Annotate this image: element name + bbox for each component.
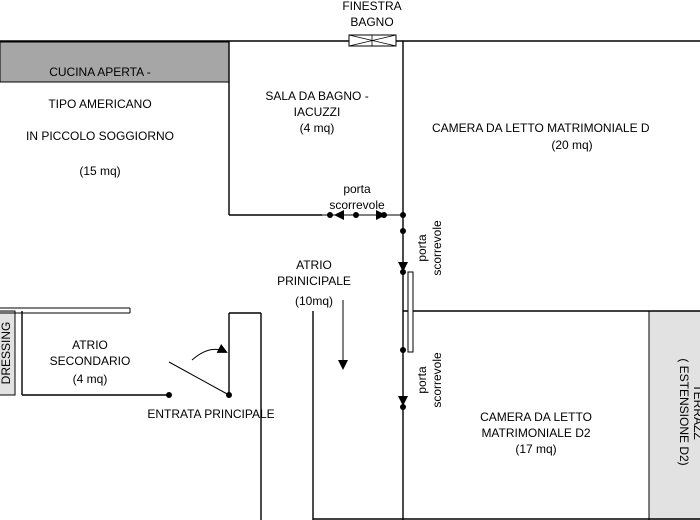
terrace-extension-area bbox=[648, 310, 700, 520]
extension-label-line2: TERRAZZ bbox=[691, 384, 700, 439]
atrium-secondary-label-line2: SECONDARIO bbox=[50, 354, 131, 368]
bedroom2-label-line1: CAMERA DA LETTO bbox=[480, 410, 592, 424]
atrium-secondary-label-line1: ATRIO bbox=[72, 338, 108, 352]
atrium-main-label-line1: ATRIO bbox=[296, 258, 332, 272]
dressing-label: DRESSING bbox=[0, 322, 13, 385]
bedroom2-label-line2: MATRIMONIALE D2 bbox=[481, 426, 590, 440]
bath-door-label-line2: scorrevole bbox=[329, 198, 385, 212]
extension-label-line1: ( ESTENSIONE D2) bbox=[677, 358, 691, 465]
bathroom-window bbox=[348, 34, 397, 47]
entrance-label: ENTRATA PRINCIPALE bbox=[147, 407, 274, 421]
vdoor1-label-line2: scorrevole bbox=[430, 220, 444, 276]
window-label-line1: FINESTRA bbox=[342, 0, 401, 13]
main-entrance-door bbox=[166, 343, 232, 398]
dressing-closet bbox=[0, 310, 16, 396]
vdoor1-label-line1: porta bbox=[415, 234, 429, 262]
kitchen-label-line1: TIPO AMERICANO bbox=[48, 97, 151, 111]
kitchen-label-line2: IN PICCOLO SOGGIORNO bbox=[26, 129, 174, 143]
bath-sliding-door bbox=[322, 210, 406, 220]
bedroom1-area: (20 mq) bbox=[551, 138, 592, 152]
vdoor2-label-line2: scorrevole bbox=[430, 352, 444, 408]
bedroom1-label: CAMERA DA LETTO MATRIMONIALE D bbox=[432, 121, 650, 135]
bathroom-label-line1: SALA DA BAGNO - bbox=[265, 89, 368, 103]
bathroom-label-line2: IACUZZI bbox=[294, 105, 341, 119]
kitchen-area: (15 mq) bbox=[79, 164, 120, 178]
bathroom-area: (4 mq) bbox=[300, 121, 335, 135]
kitchen-counter-label: CUCINA APERTA - bbox=[49, 65, 151, 79]
atrium-main-area: (10mq) bbox=[295, 294, 333, 308]
atrium-secondary-area: (4 mq) bbox=[73, 372, 108, 386]
kitchen-counter bbox=[0, 41, 230, 83]
window-label-line2: BAGNO bbox=[350, 15, 393, 29]
vertical-sliding-doors bbox=[398, 228, 414, 410]
bedroom2-area: (17 mq) bbox=[515, 442, 556, 456]
walls bbox=[0, 40, 700, 520]
atrium-main-label-line2: PRINICIPALE bbox=[277, 274, 351, 288]
vdoor2-label-line1: porta bbox=[415, 366, 429, 394]
bath-door-label-line1: porta bbox=[343, 182, 371, 196]
